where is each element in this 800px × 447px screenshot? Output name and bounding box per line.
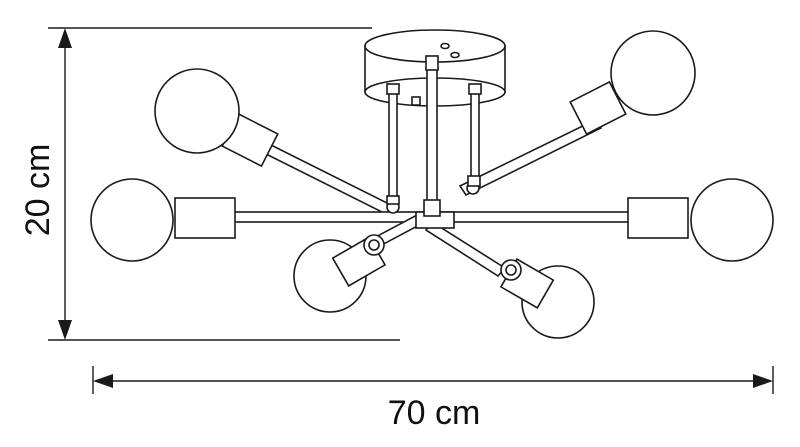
arm-upper-left	[256, 141, 397, 216]
arm-upper-right	[458, 118, 603, 197]
bulb-upper-left	[154, 68, 279, 168]
bulb-right	[627, 178, 774, 262]
arm-lower-right	[424, 220, 507, 278]
rod-joints	[386, 175, 481, 229]
canopy-screw-icon	[440, 42, 450, 50]
canopy-screw-icon	[411, 96, 421, 106]
right-rod-cap	[468, 83, 482, 95]
socket-ring-inner	[368, 239, 380, 251]
height-dimension: 20 cm	[19, 27, 400, 341]
bulb-globe	[90, 178, 174, 262]
bulb-globe	[154, 68, 240, 154]
bulb-lower-left	[293, 234, 387, 313]
height-arrow-bottom-icon	[58, 320, 72, 340]
left-rod	[388, 89, 398, 201]
socket	[569, 80, 627, 136]
joint-right-collar	[467, 175, 481, 187]
center-rod	[426, 59, 438, 211]
bulb-globe	[690, 178, 774, 262]
ceiling-lamp	[90, 29, 774, 339]
bulb-lower-right	[499, 258, 595, 339]
joint-left-collar	[386, 195, 400, 205]
width-dimension: 70 cm	[92, 366, 774, 432]
height-label: 20 cm	[19, 144, 57, 237]
width-label: 70 cm	[388, 394, 481, 432]
bulb-upper-right	[569, 30, 696, 136]
socket-ring-inner	[505, 264, 517, 276]
center-hub-top	[423, 199, 441, 217]
bulb-left	[90, 178, 236, 262]
socket	[174, 197, 236, 239]
bulb-globe	[610, 30, 696, 116]
width-arrow-right-icon	[753, 374, 773, 388]
right-rod	[470, 87, 480, 179]
canopy-screw-icon	[450, 51, 460, 59]
socket	[627, 197, 689, 239]
center-rod-cap	[425, 55, 439, 71]
left-rod-cap	[386, 83, 400, 95]
width-arrow-left-icon	[93, 374, 113, 388]
height-arrow-top-icon	[58, 28, 72, 48]
